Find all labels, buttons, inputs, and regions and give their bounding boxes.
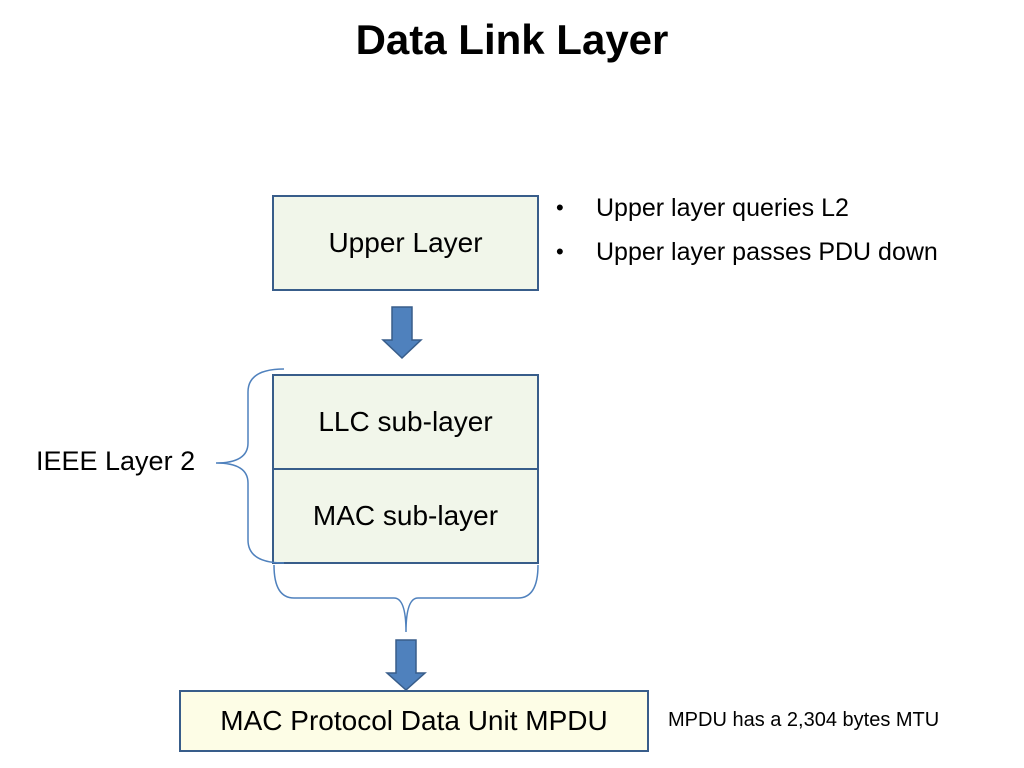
slide-title: Data Link Layer (355, 16, 669, 63)
mpdu-label: MAC Protocol Data Unit MPDU (220, 705, 608, 736)
bullet-icon: • (556, 239, 564, 264)
ieee-layer2-brace (215, 368, 285, 564)
mpdu-note: MPDU has a 2,304 bytes MTU (668, 709, 940, 731)
llc-sublayer-label: LLC sub-layer (318, 406, 493, 437)
bullet-item: • Upper layer queries L2 (556, 186, 938, 230)
mpdu-box: MAC Protocol Data Unit MPDU (179, 690, 649, 752)
bullet-item: • Upper layer passes PDU down (556, 230, 938, 274)
down-arrow-icon (385, 639, 427, 692)
upper-layer-box: Upper Layer (272, 195, 539, 291)
bullet-icon: • (556, 195, 564, 220)
mac-sublayer-box: MAC sub-layer (272, 468, 539, 564)
mac-sublayer-label: MAC sub-layer (312, 500, 499, 531)
ieee-layer-2-label: IEEE Layer 2 (36, 446, 196, 476)
upper-layer-label: Upper Layer (328, 227, 483, 258)
llc-sublayer-box: LLC sub-layer (272, 374, 539, 470)
bullet-list: • Upper layer queries L2 • Upper layer p… (556, 186, 938, 274)
down-arrow-icon (381, 306, 423, 360)
bottom-brace (273, 564, 539, 633)
bullet-text: Upper layer passes PDU down (596, 237, 938, 266)
bullet-text: Upper layer queries L2 (596, 193, 849, 222)
